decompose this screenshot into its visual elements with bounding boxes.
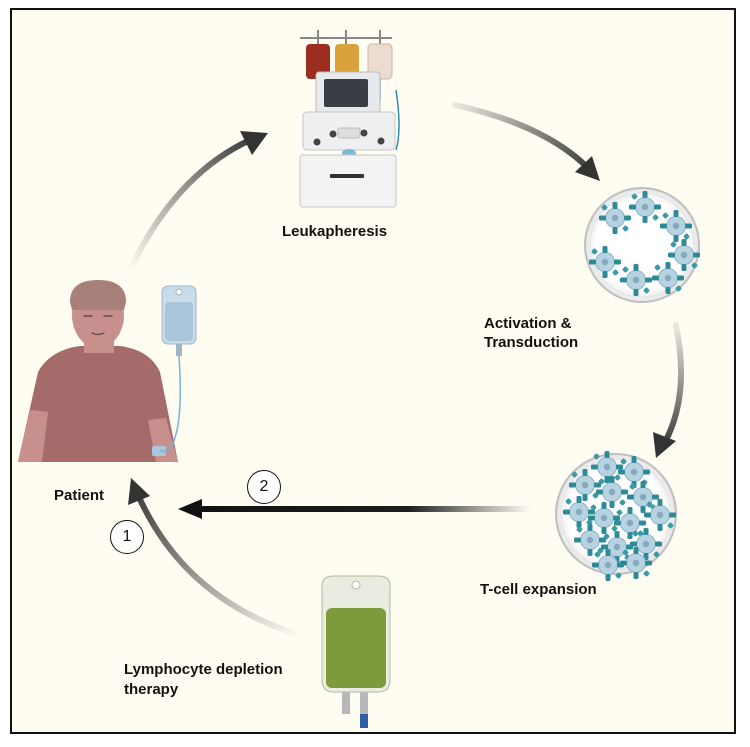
arrow-activation-to-expansion: [653, 322, 684, 458]
arrow-expansion-to-patient: [178, 499, 530, 519]
arrow-patient-to-leukapheresis: [127, 131, 268, 273]
activation-dish-icon: [584, 187, 701, 303]
expansion-label: T-cell expansion: [480, 581, 597, 598]
iv-bag-icon: [159, 285, 197, 453]
patient-label: Patient: [54, 487, 105, 504]
depletion-label-line2: therapy: [124, 681, 179, 698]
arrow-leukapheresis-to-activation: [452, 102, 600, 181]
leukapheresis-label: Leukapheresis: [282, 223, 388, 240]
expansion-dish-icon: [555, 450, 677, 582]
step-1-badge: 1: [110, 520, 144, 554]
depletion-bag-icon: [321, 575, 391, 728]
leukapheresis-machine-icon: [299, 30, 400, 208]
activation-label-line1: Activation &: [484, 315, 572, 332]
depletion-label-line1: Lymphocyte depletion: [124, 661, 283, 678]
step-2-badge: 2: [247, 470, 281, 504]
patient-figure-icon: [18, 280, 178, 462]
activation-label-line2: Transduction: [484, 334, 579, 351]
arrow-depletion-to-patient: [128, 478, 303, 638]
